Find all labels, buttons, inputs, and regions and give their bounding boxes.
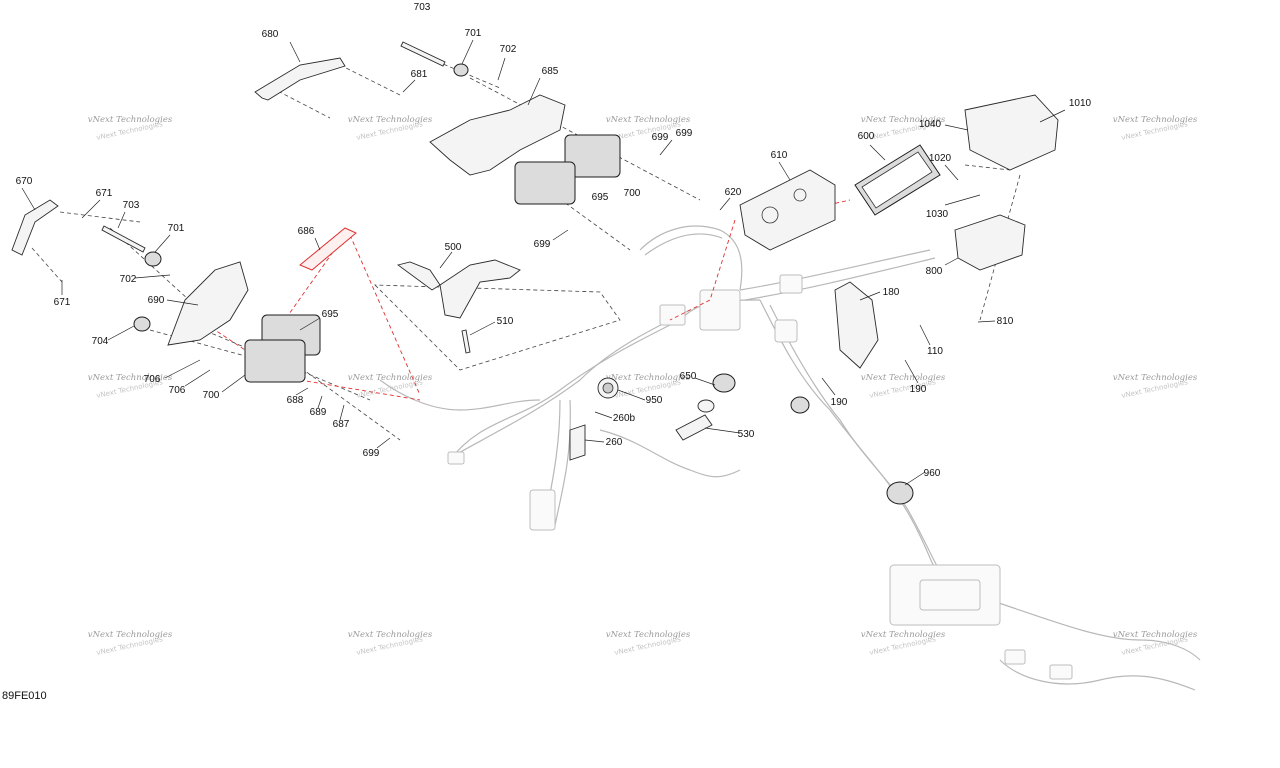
watermark: vNext Technologies [861, 115, 946, 125]
part-label-671: 671 [54, 297, 71, 308]
part-label-190: 190 [831, 397, 848, 408]
part-label-670: 670 [16, 176, 33, 187]
watermark: vNext Technologies [348, 115, 433, 125]
part-label-960: 960 [924, 468, 941, 479]
grommet-190 [790, 396, 810, 414]
part-label-700: 700 [624, 188, 641, 199]
part-label-800: 800 [926, 266, 943, 277]
part-label-1040: 1040 [919, 119, 942, 130]
part-label-600: 600 [858, 131, 875, 142]
bracket-685 [429, 94, 566, 176]
wiring-harness [379, 225, 1201, 691]
part-label-703: 703 [123, 200, 140, 211]
watermark: vNext Technologies [606, 373, 691, 383]
part-label-530: 530 [738, 429, 755, 440]
socket-650 [697, 373, 736, 413]
part-label-110: 110 [927, 346, 943, 357]
part-label-699: 699 [676, 128, 693, 139]
bushing-701-left [144, 251, 162, 267]
bracket-670 [11, 199, 59, 256]
part-label-671: 671 [96, 188, 113, 199]
part-label-190: 190 [910, 384, 927, 395]
part-labels: 703 701 702 680 681 685 699 610 600 620 1010 1040 10… [16, 2, 1092, 479]
bracket-680 [254, 57, 346, 101]
part-label-687: 687 [333, 419, 350, 430]
module-695-top [514, 161, 576, 205]
assembly-lines [31, 47, 1021, 441]
watermark: vNext Technologies [861, 373, 946, 383]
part-label-620: 620 [725, 187, 742, 198]
part-label-700: 700 [203, 390, 220, 401]
watermark: vNext Technologies [1113, 373, 1198, 383]
part-label-699: 699 [652, 132, 669, 143]
bracket-1010 [964, 94, 1059, 171]
part-label-686: 686 [298, 226, 315, 237]
part-label-610: 610 [771, 150, 788, 161]
part-label-680: 680 [262, 29, 279, 40]
part-label-1020: 1020 [929, 153, 952, 164]
watermark-layer: vNext Technologies vNext Technologies vNex… [88, 115, 1198, 657]
part-label-681: 681 [411, 69, 428, 80]
display-600 [854, 144, 941, 216]
watermark: vNext Technologies [1113, 115, 1198, 125]
part-label-701: 701 [465, 28, 482, 39]
bracket-180 [834, 281, 879, 369]
part-label-699: 699 [534, 239, 551, 250]
screw-510 [461, 329, 471, 354]
part-label-706: 706 [169, 385, 186, 396]
part-label-702: 702 [120, 274, 137, 285]
module-800 [954, 214, 1026, 271]
watermark: vNext Technologies [861, 630, 946, 640]
part-label-510: 510 [497, 316, 514, 327]
part-label-695: 695 [322, 309, 339, 320]
part-label-180: 180 [883, 287, 900, 298]
bolt-703-top [400, 41, 446, 67]
watermark: vNext Technologies [348, 630, 433, 640]
part-label-706: 706 [144, 374, 161, 385]
part-686-highlight [299, 227, 357, 271]
sensor-530 [675, 414, 713, 441]
watermark: vNext Technologies [348, 373, 433, 383]
part-label-260: 260 [606, 437, 623, 448]
plug-960 [886, 481, 914, 505]
part-label-690: 690 [148, 295, 165, 306]
part-label-500: 500 [445, 242, 462, 253]
part-label-695: 695 [592, 192, 609, 203]
part-label-1010: 1010 [1069, 98, 1092, 109]
bushing-704 [133, 316, 151, 332]
watermark: vNext Technologies [88, 115, 173, 125]
part-label-950: 950 [646, 395, 663, 406]
part-label-689: 689 [310, 407, 327, 418]
part-label-810: 810 [997, 316, 1014, 327]
watermark: vNext Technologies [88, 630, 173, 640]
bolt-703-left [101, 225, 146, 253]
part-label-1030: 1030 [926, 209, 949, 220]
drawing-code: 89FE010 [2, 690, 47, 702]
bushing-701-top [453, 63, 469, 77]
part-label-685: 685 [542, 66, 559, 77]
module-700-top [564, 134, 621, 178]
part-label-703: 703 [414, 2, 431, 13]
module-700-left [244, 339, 306, 383]
sensor-260 [569, 424, 586, 461]
watermark: vNext Technologies [1113, 630, 1198, 640]
switch-500 [396, 259, 521, 319]
watermark: vNext Technologies [88, 373, 173, 383]
part-label-701: 701 [168, 223, 185, 234]
part-label-260b: 260b [613, 413, 636, 424]
watermark: vNext Technologies [606, 115, 691, 125]
socket-950 [597, 377, 619, 399]
part-label-688: 688 [287, 395, 304, 406]
bracket-690 [167, 261, 249, 346]
leader-lines [21, 39, 1066, 486]
watermark: vNext Technologies [606, 630, 691, 640]
housing-610 [739, 169, 836, 251]
part-label-702: 702 [500, 44, 517, 55]
part-label-699: 699 [363, 448, 380, 459]
part-label-650: 650 [680, 371, 697, 382]
part-label-704: 704 [92, 336, 109, 347]
